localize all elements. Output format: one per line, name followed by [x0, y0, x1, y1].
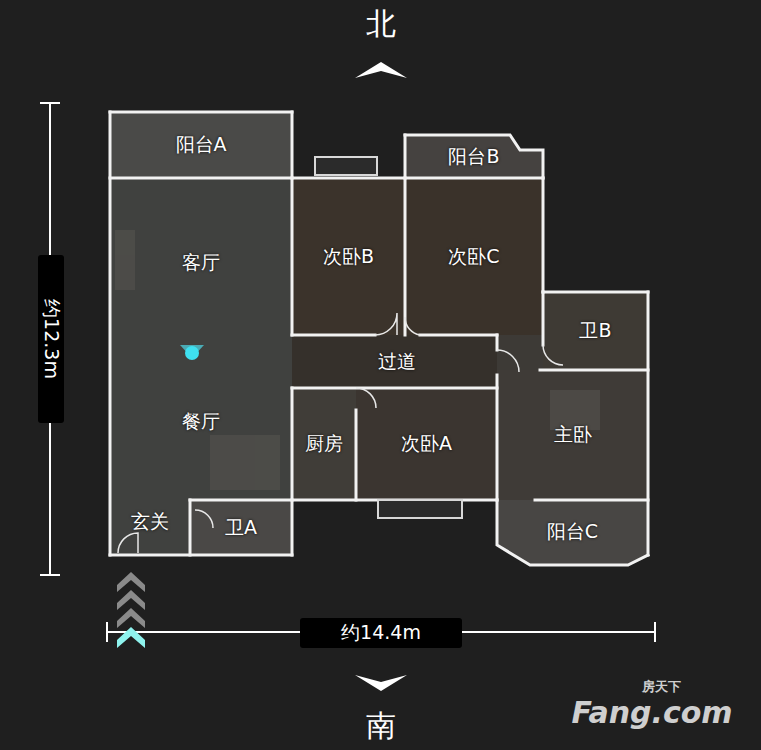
bathroom-room: 卫A — [192, 502, 290, 553]
bedroom-room: 次卧B — [294, 180, 403, 333]
master-bedroom: 主卧 — [499, 372, 646, 498]
compass-north: 北 — [366, 4, 396, 45]
bedroom-room: 次卧C — [407, 180, 541, 333]
room-label: 厨房 — [305, 431, 343, 457]
balcony-room: 阳台A — [112, 114, 290, 176]
room-label: 阳台C — [547, 519, 598, 545]
dining-room: 餐厅 — [112, 345, 290, 498]
room-label: 主卧 — [554, 422, 592, 448]
watermark-brand: Fang.com — [571, 695, 732, 730]
living-room: 客厅 — [112, 180, 290, 345]
bedroom-room: 次卧A — [358, 390, 495, 498]
room-label: 阳台B — [448, 144, 499, 170]
corridor-room: 过道 — [294, 337, 500, 386]
bathroom-room: 卫B — [545, 294, 646, 368]
room-label: 次卧B — [323, 244, 374, 270]
room-label: 玄关 — [131, 509, 169, 535]
entrance-room: 玄关 — [112, 502, 188, 542]
room-label: 阳台A — [176, 132, 227, 158]
watermark-cn: 房天下 — [642, 678, 681, 696]
room-label: 餐厅 — [182, 409, 220, 435]
dimension-height: 约12.3m — [38, 299, 64, 379]
balcony-room: 阳台C — [499, 502, 646, 562]
compass-south: 南 — [366, 706, 396, 747]
room-label: 客厅 — [182, 250, 220, 276]
room-label: 次卧A — [401, 431, 452, 457]
room-label: 卫A — [225, 515, 257, 541]
room-label: 卫B — [579, 318, 611, 344]
room-label: 次卧C — [448, 244, 499, 270]
room-label: 过道 — [378, 349, 416, 375]
dimension-width: 约14.4m — [341, 620, 421, 646]
balcony-room: 阳台B — [407, 137, 541, 176]
kitchen-room: 厨房 — [294, 390, 354, 498]
